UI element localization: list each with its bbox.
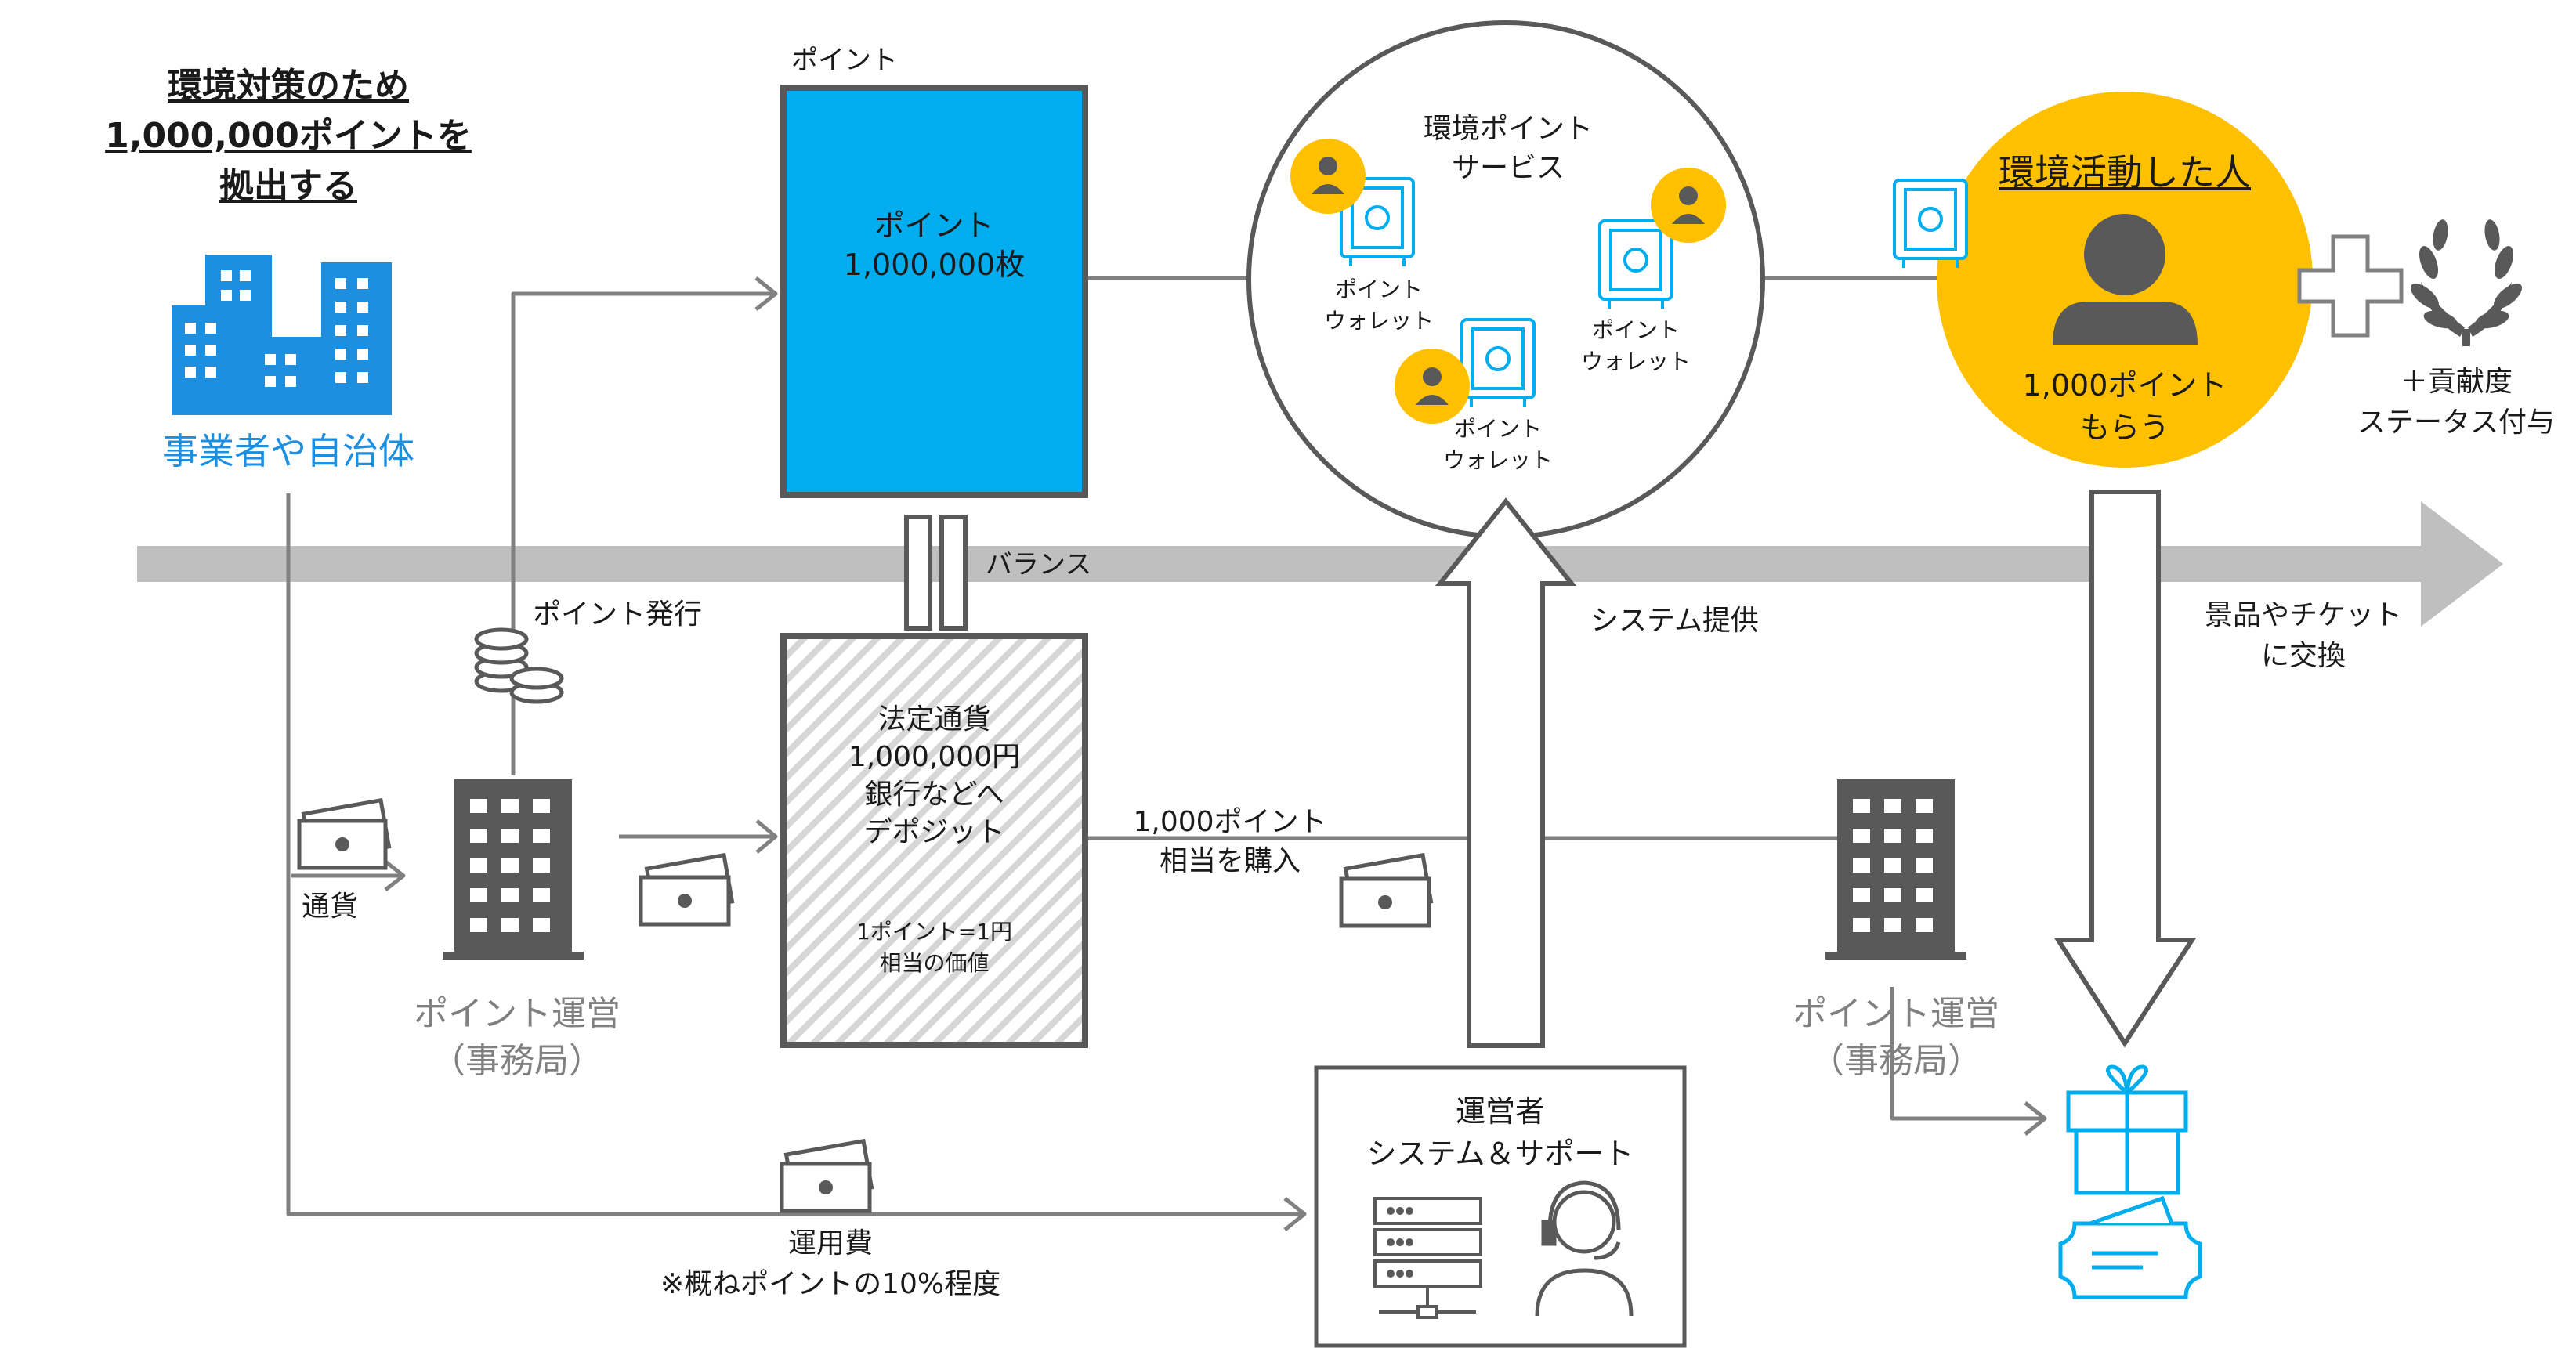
operator-right-line-2: （事務局） xyxy=(1810,1041,1982,1081)
issuer-headline-line-1: 環境対策のため xyxy=(168,66,409,106)
points-box-amount: 1,000,000枚 xyxy=(843,248,1026,282)
system-title-line-1: 運営者 xyxy=(1455,1094,1545,1129)
operator-left-line-1: ポイント運営 xyxy=(414,994,620,1034)
fiat-line-3: 銀行などへ xyxy=(864,779,1004,811)
fiat-box-text: 法定通貨 1,000,000円 銀行などへ デポジット xyxy=(783,701,1085,851)
bonus-label: ＋貢献度 ステータス付与 xyxy=(2343,362,2570,443)
exchange-line-2: に交換 xyxy=(2260,640,2346,672)
gift-icon xyxy=(2066,1064,2188,1195)
point-issue-label: ポイント発行 xyxy=(533,598,703,631)
safe-icon-2 xyxy=(1598,219,1673,309)
system-provide-arrow xyxy=(1435,497,1577,1048)
person-icon xyxy=(2053,214,2198,345)
wallet-label-3: ポイント ウォレット xyxy=(1435,414,1561,476)
wallet-label-2-line-2: ウォレット xyxy=(1580,349,1691,374)
fiat-line-1: 法定通貨 xyxy=(877,703,991,735)
exchange-label: 景品やチケット に交換 xyxy=(2186,595,2421,677)
balance-label: バランス xyxy=(986,549,1092,580)
user-avatar-3 xyxy=(1395,349,1470,424)
purchase-line-1: 1,000ポイント xyxy=(1133,806,1327,838)
fiat-line-2: 1,000,000円 xyxy=(848,741,1021,773)
points-box-header: ポイント xyxy=(791,45,898,76)
point-issue-arrow xyxy=(511,291,776,775)
server-icon xyxy=(1373,1197,1482,1319)
participant-reward-line-2: もらう xyxy=(2079,410,2169,445)
ticket-icon xyxy=(2058,1195,2202,1299)
service-title-line-1: 環境ポイント xyxy=(1423,113,1593,145)
plus-icon xyxy=(2297,234,2404,338)
support-headset-icon xyxy=(1535,1180,1634,1317)
purchase-label: 1,000ポイント 相当を購入 xyxy=(1113,803,1348,881)
service-title-line-2: サービス xyxy=(1451,152,1565,184)
fiat-note-1: 1ポイント=1円 xyxy=(856,919,1013,945)
participant-reward: 1,000ポイント もらう xyxy=(1968,364,2281,449)
fiat-note-2: 相当の価値 xyxy=(879,950,990,976)
cash-icon-fee xyxy=(780,1138,874,1213)
operation-fee-label: 運用費 ※概ねポイントの10%程度 xyxy=(627,1223,1034,1305)
safe-icon-1 xyxy=(1340,177,1415,266)
system-box-title: 運営者 システム＆サポート xyxy=(1316,1090,1684,1175)
issuer-headline-line-2: 1,000,000ポイントを xyxy=(105,116,472,156)
purchase-line-2: 相当を購入 xyxy=(1159,845,1301,877)
points-box-title: ポイント xyxy=(874,208,994,243)
office-building-icon-left xyxy=(443,779,584,960)
issuer-headline: 環境対策のため 1,000,000ポイントを 拠出する xyxy=(92,61,484,211)
safe-icon-3 xyxy=(1460,318,1536,407)
laurel-wreath-icon xyxy=(2410,219,2523,346)
points-box-shape xyxy=(780,85,1088,498)
office-buildings-icon xyxy=(172,255,392,415)
wallet-label-2: ポイント ウォレット xyxy=(1573,315,1699,378)
operation-fee-line-1: 運用費 xyxy=(787,1227,873,1259)
exchange-to-gift-arrow xyxy=(1890,987,2045,1121)
participant-safe-icon xyxy=(1893,179,1968,268)
fiat-box-shape xyxy=(780,633,1088,1048)
wallet-label-1: ポイント ウォレット xyxy=(1316,274,1442,337)
exchange-line-1: 景品やチケット xyxy=(2204,599,2402,631)
participant-title: 環境活動した人 xyxy=(1999,151,2251,193)
wallet-label-2-line-1: ポイント xyxy=(1591,317,1680,343)
user-avatar-1 xyxy=(1290,139,1366,214)
issuer-headline-line-3: 拠出する xyxy=(219,166,357,206)
operation-fee-line-2: ※概ねポイントの10%程度 xyxy=(660,1268,1001,1300)
fiat-box-note: 1ポイント=1円 相当の価値 xyxy=(783,916,1085,979)
exchange-arrow xyxy=(2053,490,2197,1048)
operator-left-label: ポイント運営 （事務局） xyxy=(376,991,658,1085)
operator-right-label: ポイント運営 （事務局） xyxy=(1755,991,2037,1085)
operator-left-line-2: （事務局） xyxy=(431,1041,603,1081)
wallet-label-1-line-1: ポイント xyxy=(1334,276,1423,302)
cash-icon-purchase xyxy=(1339,852,1434,928)
service-title: 環境ポイント サービス xyxy=(1379,110,1637,188)
cash-icon-deposit xyxy=(639,852,735,927)
system-title-line-2: システム＆サポート xyxy=(1366,1137,1634,1171)
cash-icon-currency xyxy=(297,797,392,870)
participant-reward-line-1: 1,000ポイント xyxy=(2022,368,2227,403)
bonus-line-1: ＋貢献度 xyxy=(2399,366,2513,398)
wallet-label-3-line-2: ウォレット xyxy=(1442,447,1553,473)
wallet-label-3-line-1: ポイント xyxy=(1453,416,1542,442)
office-building-icon-right xyxy=(1825,779,1966,960)
operator-right-line-1: ポイント運営 xyxy=(1793,994,1999,1034)
system-provide-label: システム提供 xyxy=(1590,605,1759,637)
issuer-name: 事業者や自治体 xyxy=(162,430,414,472)
currency-label: 通貨 xyxy=(302,891,359,923)
user-avatar-2 xyxy=(1651,168,1726,243)
timeline-arrow xyxy=(137,501,2503,627)
equals-icon xyxy=(904,515,968,631)
fiat-line-4: デポジット xyxy=(863,816,1005,848)
bonus-line-2: ステータス付与 xyxy=(2357,407,2555,439)
coins-icon xyxy=(474,627,564,704)
operation-fee-line xyxy=(286,493,1304,1216)
wallet-label-1-line-2: ウォレット xyxy=(1323,308,1434,334)
